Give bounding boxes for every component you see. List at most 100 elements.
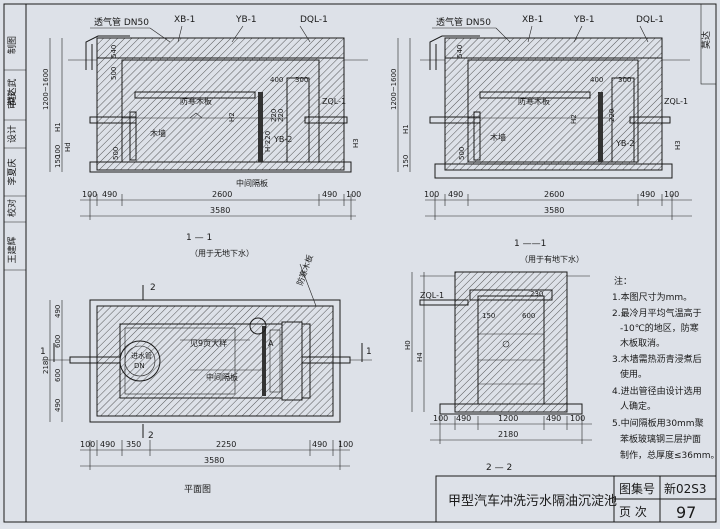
s22-bottom-a: 100	[433, 414, 448, 423]
plan-title: 平面图	[184, 484, 211, 495]
bottom-dim-b: 490	[102, 190, 117, 199]
plan-board-label: 防寒木板	[294, 253, 314, 286]
bottom-dim-d: 490	[322, 190, 337, 199]
bottom-dim-d-r: 490	[640, 190, 655, 199]
strip-label-7: 制图	[6, 36, 18, 54]
strip-label-3: 校对	[6, 199, 18, 217]
dim-220b: 220	[277, 109, 285, 122]
plan-partition-label: 中间隔板	[206, 372, 238, 382]
s22-bottom-c: 1200	[498, 414, 518, 423]
bottom-dim-c: 2600	[212, 190, 232, 199]
yb-label-r: YB-1	[573, 15, 595, 25]
s22-bottom-e: 100	[570, 414, 585, 423]
dim-150: 150	[54, 155, 62, 168]
note-line-1: 1.本图尺寸为mm。	[612, 291, 692, 303]
dim-h2-r: H2	[570, 114, 578, 124]
plan-bottom-b: 490	[100, 440, 115, 449]
note-line-5: 3.木墙需热沥青浸煮后	[612, 353, 702, 365]
page-label: 页 次	[619, 505, 647, 519]
manhole-label: 进水管	[131, 351, 152, 360]
strip-label-5: 设计	[6, 125, 18, 143]
note-line-11: 制作，总厚度≤36mm。	[620, 449, 720, 461]
dim-220a: 220	[270, 109, 278, 122]
dim-300-r: 300	[618, 76, 631, 84]
left-signature-strip: 审核 王建辉 校对 李夏庆 设计 莫达武 制图	[3, 3, 27, 523]
dim-h3: H3	[352, 138, 360, 148]
dim-h220: H-220	[264, 131, 272, 152]
note-line-10: 苯板玻璃钢三层护面	[620, 433, 701, 445]
plan-a-label: A	[268, 339, 274, 348]
section-mark-1-right: 1	[366, 347, 372, 357]
dql-label-r: DQL-1	[636, 15, 664, 25]
dim-500b: 500	[112, 147, 120, 160]
bottom-dim-c-r: 2600	[544, 190, 564, 199]
manhole-dn-label: DN	[134, 362, 145, 370]
dim-hd: Hd	[64, 142, 72, 152]
bottom-dim-b-r: 490	[448, 190, 463, 199]
s22-dim-230: 230	[530, 290, 543, 298]
wood-wall-label: 木墙	[150, 128, 166, 138]
notes-head: 注：	[614, 275, 632, 287]
section-mark-1-left: 1	[40, 347, 46, 357]
dim-h1: H1	[54, 122, 62, 132]
notes: 注： 1.本图尺寸为mm。 2.最冷月平均气温高于 -10℃的地区，防寒 木板取…	[612, 275, 720, 461]
section-mark-2-bottom: 2	[148, 431, 154, 441]
s22-dim-h0: H0	[404, 340, 412, 350]
xb-label-r: XB-1	[522, 15, 543, 25]
section-subtitle: （用于无地下水）	[190, 248, 254, 258]
dim-500-r: 500	[458, 147, 466, 160]
note-line-3: -10℃的地区，防寒	[620, 322, 699, 334]
s22-bottom-total: 2180	[498, 430, 518, 439]
section-title: 1 — 1	[186, 233, 212, 243]
bottom-dim-e: 100	[346, 190, 361, 199]
gravel-base	[434, 163, 673, 179]
plan-side-dim-1: 490	[54, 305, 62, 318]
plan-side-total: 2180	[42, 356, 50, 374]
dql-label: DQL-1	[300, 15, 328, 25]
page-number: 97	[676, 503, 696, 522]
s22-bottom-b: 490	[456, 414, 471, 423]
atlas-number-value: 新02S3	[664, 481, 707, 496]
note-line-4: 木板取消。	[620, 337, 665, 349]
plan-bottom-a: 100	[80, 440, 95, 449]
section-mark-2-top: 2	[150, 283, 156, 293]
bottom-dim-total: 3580	[210, 206, 230, 215]
strip-label-1: 审核	[6, 91, 18, 109]
section-2-2: ZQL-1 150 600 230 H0 H4 100 490 1200 490…	[404, 271, 592, 473]
zql-label: ZQL-1	[322, 97, 346, 106]
dim-h2: H2	[228, 112, 236, 122]
plan-bottom-total: 3580	[204, 456, 224, 465]
dim-h3-r: H3	[674, 140, 682, 150]
section-1-1-left: 透气管 DN50 XB-1 YB-1 DQL-1 ZQL-1 YB-2 防寒木板…	[42, 15, 368, 258]
zql-label-r: ZQL-1	[664, 97, 688, 106]
bottom-dim-a: 100	[82, 190, 97, 199]
yb2-label: YB-2	[273, 135, 292, 144]
bottom-dim-e-r: 100	[664, 190, 679, 199]
s22-dim-600: 600	[522, 312, 535, 320]
dim-h1-r: H1	[402, 124, 410, 134]
plan-side-dim-4: 490	[54, 399, 62, 412]
section-1-1-right: 透气管 DN50 XB-1 YB-1 DQL-1 ZQL-1 YB-2 防寒木板…	[390, 15, 692, 264]
vent-pipe-label: 透气管 DN50	[94, 16, 149, 28]
note-line-7: 4.进出管径由设计选用	[612, 385, 702, 397]
vent-pipe-label-r: 透气管 DN50	[436, 16, 491, 28]
atlas-number-label: 图集号	[619, 481, 655, 496]
s22-zql-label: ZQL-1	[420, 291, 444, 300]
board-label-r: 防寒木板	[518, 96, 550, 106]
dim-220-r: 220	[608, 109, 616, 122]
yb2-label-r: YB-2	[615, 139, 634, 148]
dim-300: 300	[295, 76, 308, 84]
note-line-6: 使用。	[620, 368, 647, 380]
dim-500: 500	[110, 67, 118, 80]
s22-title: 2 — 2	[486, 463, 512, 473]
note-line-9: 5.中间隔板用30mm聚	[612, 417, 704, 429]
section-subtitle-r: （用于有地下水）	[520, 254, 584, 264]
bottom-dim-total-r: 3580	[544, 206, 564, 215]
dim-400: 400	[270, 76, 283, 84]
right-edge-strip: 莫达	[700, 3, 717, 85]
section-title-r: 1 ——1	[514, 239, 546, 249]
plan-bottom-f: 100	[338, 440, 353, 449]
plan-side-dim-2: 600	[54, 335, 62, 348]
title-block: 甲型汽车冲洗污水隔油沉淀池 图集号 新02S3 页 次 97	[435, 475, 717, 523]
